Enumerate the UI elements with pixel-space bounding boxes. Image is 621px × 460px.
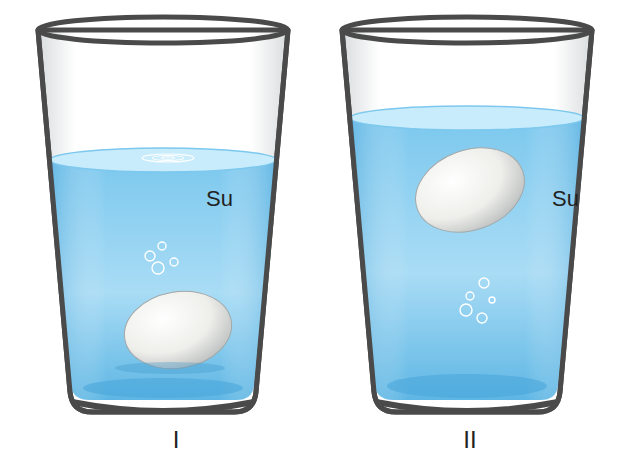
glass-label: II (463, 428, 476, 452)
glass-label: I (173, 428, 180, 452)
glass-one (38, 17, 288, 412)
glass-two (342, 17, 592, 412)
liquid-label: Su (552, 188, 579, 210)
liquid-label: Su (206, 188, 233, 210)
